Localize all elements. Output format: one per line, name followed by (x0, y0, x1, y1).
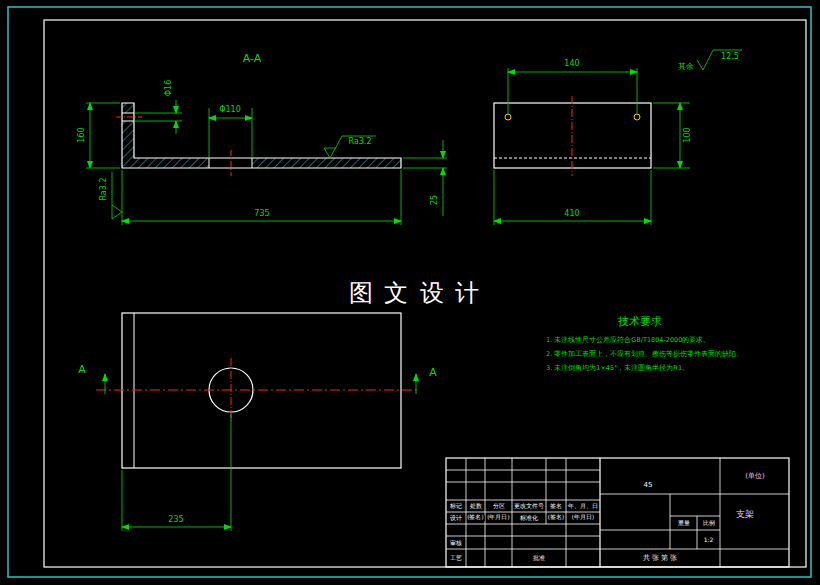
dimension: 410 (563, 210, 580, 218)
table-cell: 工艺 (449, 555, 463, 561)
note: 3. 未注倒角均为1×45°，未注圆角半径为R1。 (545, 365, 690, 372)
roughness-value: Ra3.2 (347, 138, 372, 146)
inner-frame (44, 20, 806, 567)
table-cell: 重量 (677, 520, 691, 526)
dimension: 100 (684, 126, 692, 143)
plan-dimensions (105, 374, 416, 531)
table-cell: 处数 (469, 503, 483, 509)
section-view (116, 103, 401, 176)
section-mark: A (428, 367, 438, 378)
dimension: 235 (167, 516, 184, 524)
watermark: 图 文 设 计 (343, 279, 488, 307)
table-cell: 分区 (492, 503, 506, 509)
dimension: Φ110 (218, 106, 242, 114)
material: 45 (643, 482, 654, 489)
dimension: 735 (253, 210, 270, 218)
table-cell: 标准化 (519, 515, 539, 521)
table-cell: (年月日) (571, 515, 595, 521)
table-cell: (年月日) (486, 515, 510, 521)
table-cell: 签名 (549, 503, 563, 509)
table-cell: 比例 (702, 520, 716, 526)
table-cell: (签名) (547, 515, 565, 521)
notes-heading: 技术要求 (617, 316, 663, 327)
roughness-value: Ra3.2 (100, 176, 108, 201)
section-title: A-A (242, 53, 263, 64)
sheet-count: 共 张 第 张 (642, 555, 678, 562)
table-cell: (签名) (466, 515, 484, 521)
table-cell: 批准 (532, 555, 546, 561)
dimension: 160 (78, 126, 86, 143)
table-cell: 设计 (449, 515, 463, 521)
dimension: 140 (563, 60, 580, 68)
scale: 1:2 (703, 537, 715, 543)
plan-view (96, 313, 420, 468)
note: 1. 未注线性尺寸公差应符合GB/T1804-2000的要求。 (545, 337, 711, 344)
dimension: 25 (431, 194, 439, 206)
table-cell: 标记 (449, 503, 463, 509)
section-mark: A (77, 364, 87, 375)
table-cell: 审核 (449, 540, 463, 546)
roughness-note: 其余 (677, 63, 695, 71)
outer-border (8, 7, 811, 577)
note: 2. 零件加工表面上，不应有划痕、擦伤等损伤零件表面的缺陷。 (545, 351, 744, 358)
part-name: 支架 (735, 510, 755, 519)
section-dimensions (86, 100, 447, 225)
table-cell: 更改文件号 (513, 503, 545, 509)
roughness-value: 12.5 (720, 53, 740, 61)
dimension: Φ16 (165, 79, 173, 97)
table-cell: 年、月、日 (567, 503, 599, 509)
title-block (446, 458, 789, 567)
side-view (494, 96, 651, 176)
side-dimensions (494, 50, 742, 225)
company: (单位) (744, 473, 765, 480)
